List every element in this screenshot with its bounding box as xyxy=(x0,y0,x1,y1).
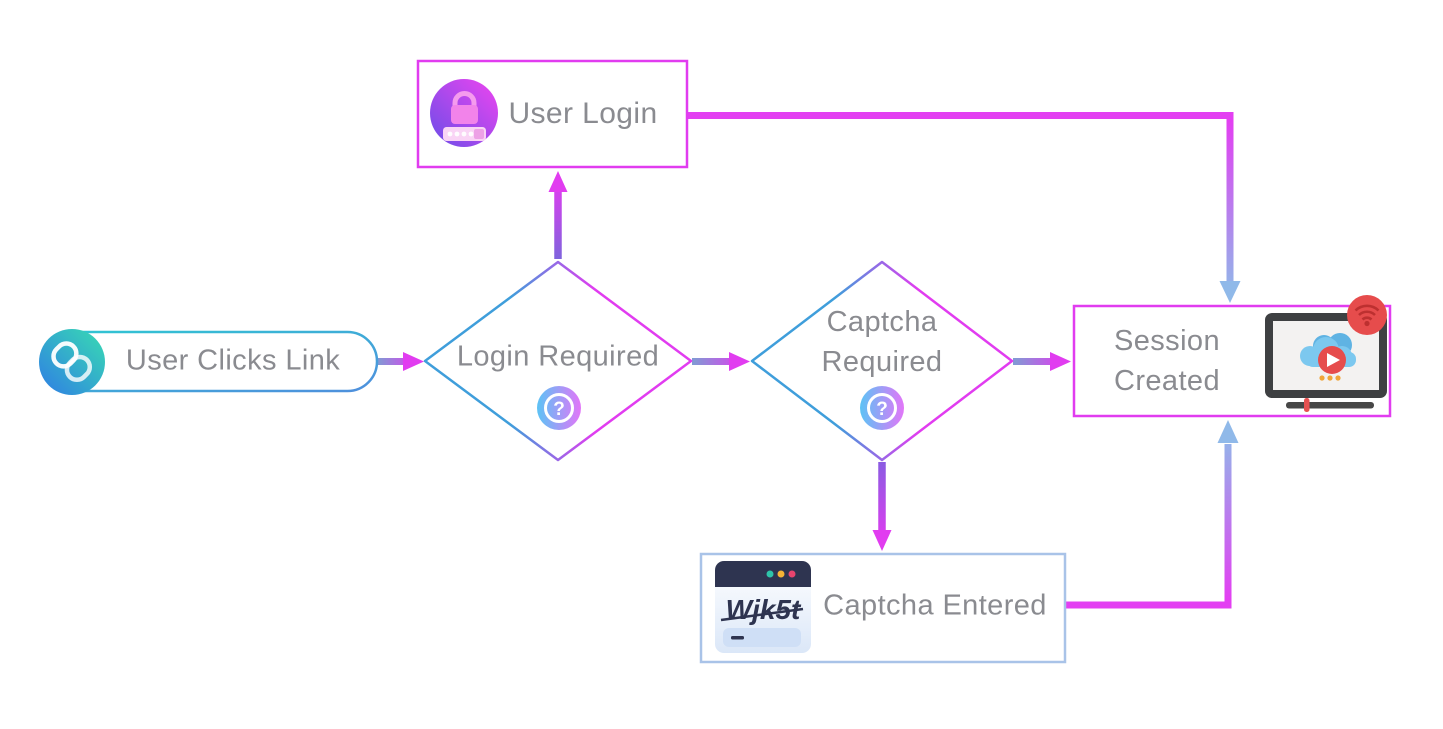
lock-password-icon xyxy=(430,79,498,147)
edge-login-required-to-captcha-required xyxy=(692,352,750,371)
link-icon xyxy=(39,329,105,395)
arrowhead-up-icon xyxy=(548,171,568,192)
svg-text:?: ? xyxy=(876,399,888,420)
node-captcha-required-label: Captcha Required xyxy=(821,306,943,378)
question-icon: ? xyxy=(537,386,581,430)
svg-text:?: ? xyxy=(553,399,565,420)
wifi-icon xyxy=(1347,295,1387,335)
arrowhead-down-icon xyxy=(872,530,892,551)
arrowhead-right-icon xyxy=(729,352,750,371)
question-icon: ? xyxy=(860,386,904,430)
streaming-screen-icon xyxy=(1265,295,1387,412)
edge-user-clicks-link-to-login-required xyxy=(377,352,424,371)
captcha-window-icon: Wjk5t xyxy=(715,561,811,653)
node-session-created-label: Session Created xyxy=(1114,325,1220,397)
arrowhead-up-icon xyxy=(1217,420,1239,443)
edge-captcha-entered-to-session-created xyxy=(1066,420,1239,609)
edge-user-login-to-session-created xyxy=(688,112,1241,303)
node-user-login-label: User Login xyxy=(508,97,658,130)
arrowhead-right-icon xyxy=(1050,352,1071,371)
edge-captcha-required-to-session-created xyxy=(1013,352,1071,371)
arrowhead-down-icon xyxy=(1219,281,1241,303)
captcha-code-text: Wjk5t xyxy=(726,594,802,625)
node-user-clicks-link-label: User Clicks Link xyxy=(125,344,341,377)
edge-captcha-required-to-captcha-entered xyxy=(872,462,892,551)
node-captcha-required-shape xyxy=(750,260,1014,462)
node-login-required-shape xyxy=(423,260,693,462)
node-captcha-entered-label: Captcha Entered xyxy=(823,589,1047,622)
node-login-required-label: Login Required xyxy=(456,340,660,373)
edge-login-required-to-user-login xyxy=(548,171,568,259)
arrowhead-right-icon xyxy=(403,352,424,371)
